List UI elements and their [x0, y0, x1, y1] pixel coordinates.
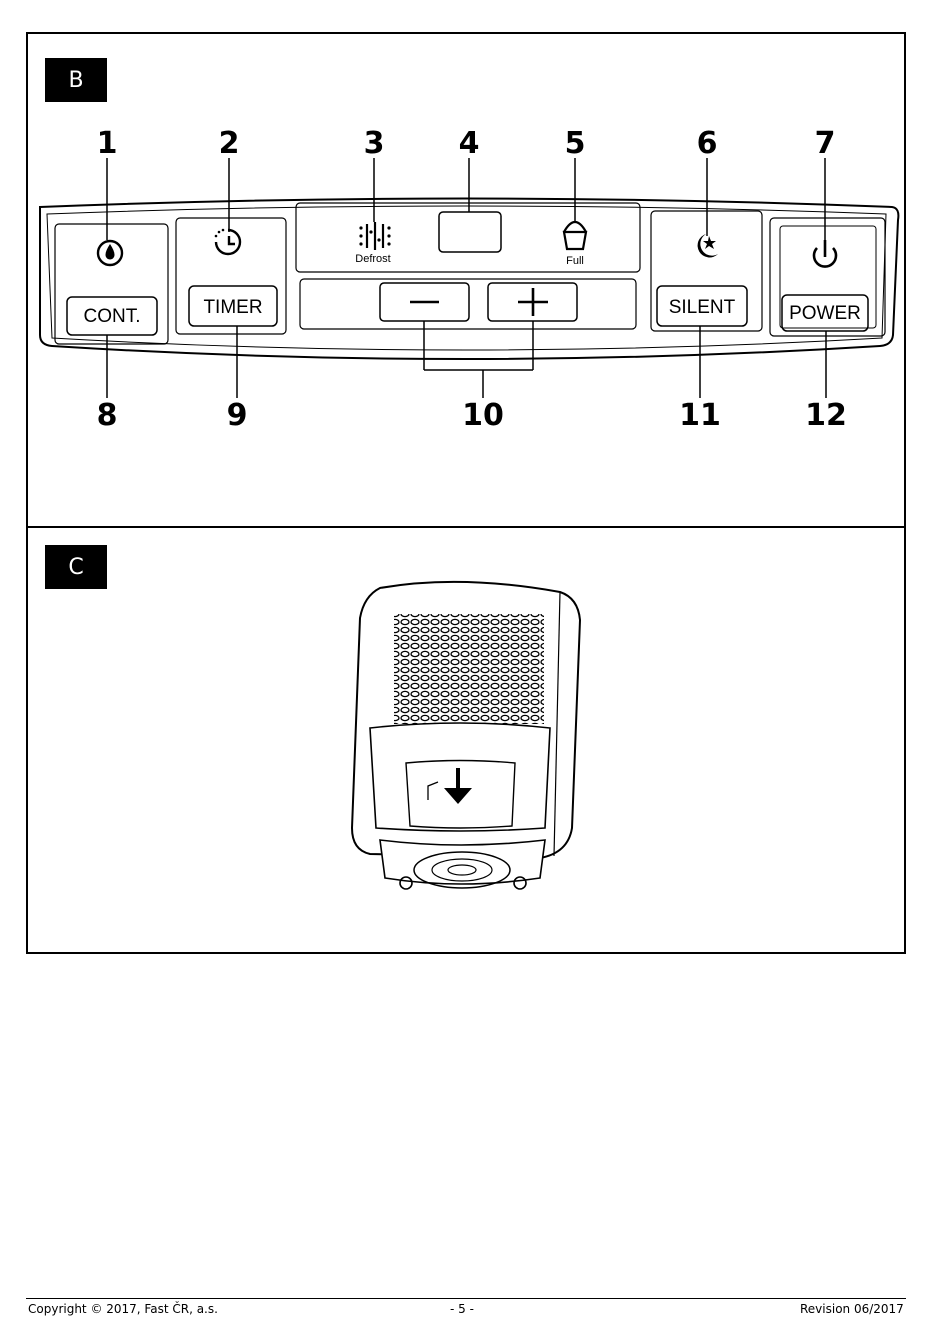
moon-star-icon: [698, 234, 718, 257]
defrost-label: Defrost: [355, 253, 390, 265]
plus-button[interactable]: [488, 283, 577, 321]
leader-lines: [107, 158, 826, 398]
defrost-icon: [359, 222, 390, 250]
section-label-c: C: [45, 545, 107, 589]
cont-button-label: CONT.: [84, 306, 141, 327]
silent-button-label: SILENT: [669, 297, 736, 318]
footer-revision: Revision 06/2017: [800, 1302, 904, 1316]
minus-button[interactable]: [380, 283, 469, 321]
timer-button[interactable]: TIMER: [189, 286, 277, 326]
power-icon: [814, 240, 836, 267]
bucket-full-icon: [564, 222, 586, 249]
power-button-label: POWER: [789, 303, 861, 324]
water-drop-icon: [98, 241, 122, 265]
display-window: [439, 212, 501, 252]
footer-rule: [26, 1298, 906, 1299]
footer-page-number: - 5 -: [450, 1302, 474, 1316]
cont-button[interactable]: CONT.: [67, 297, 157, 335]
silent-button[interactable]: SILENT: [657, 286, 747, 326]
air-grille: [394, 614, 544, 724]
timer-button-label: TIMER: [203, 297, 262, 318]
timer-clock-icon: [215, 229, 240, 254]
full-label: Full: [566, 255, 584, 267]
adjust-strip-frame: [300, 279, 636, 329]
power-button[interactable]: POWER: [782, 295, 868, 331]
footer-copyright: Copyright © 2017, Fast ČR, a.s.: [28, 1302, 218, 1316]
indicator-strip-frame: [296, 203, 640, 272]
control-panel-diagram: Defrost Full CONT. TIMER SILENT POWER: [0, 0, 933, 540]
dehumidifier-illustration: [340, 578, 590, 898]
